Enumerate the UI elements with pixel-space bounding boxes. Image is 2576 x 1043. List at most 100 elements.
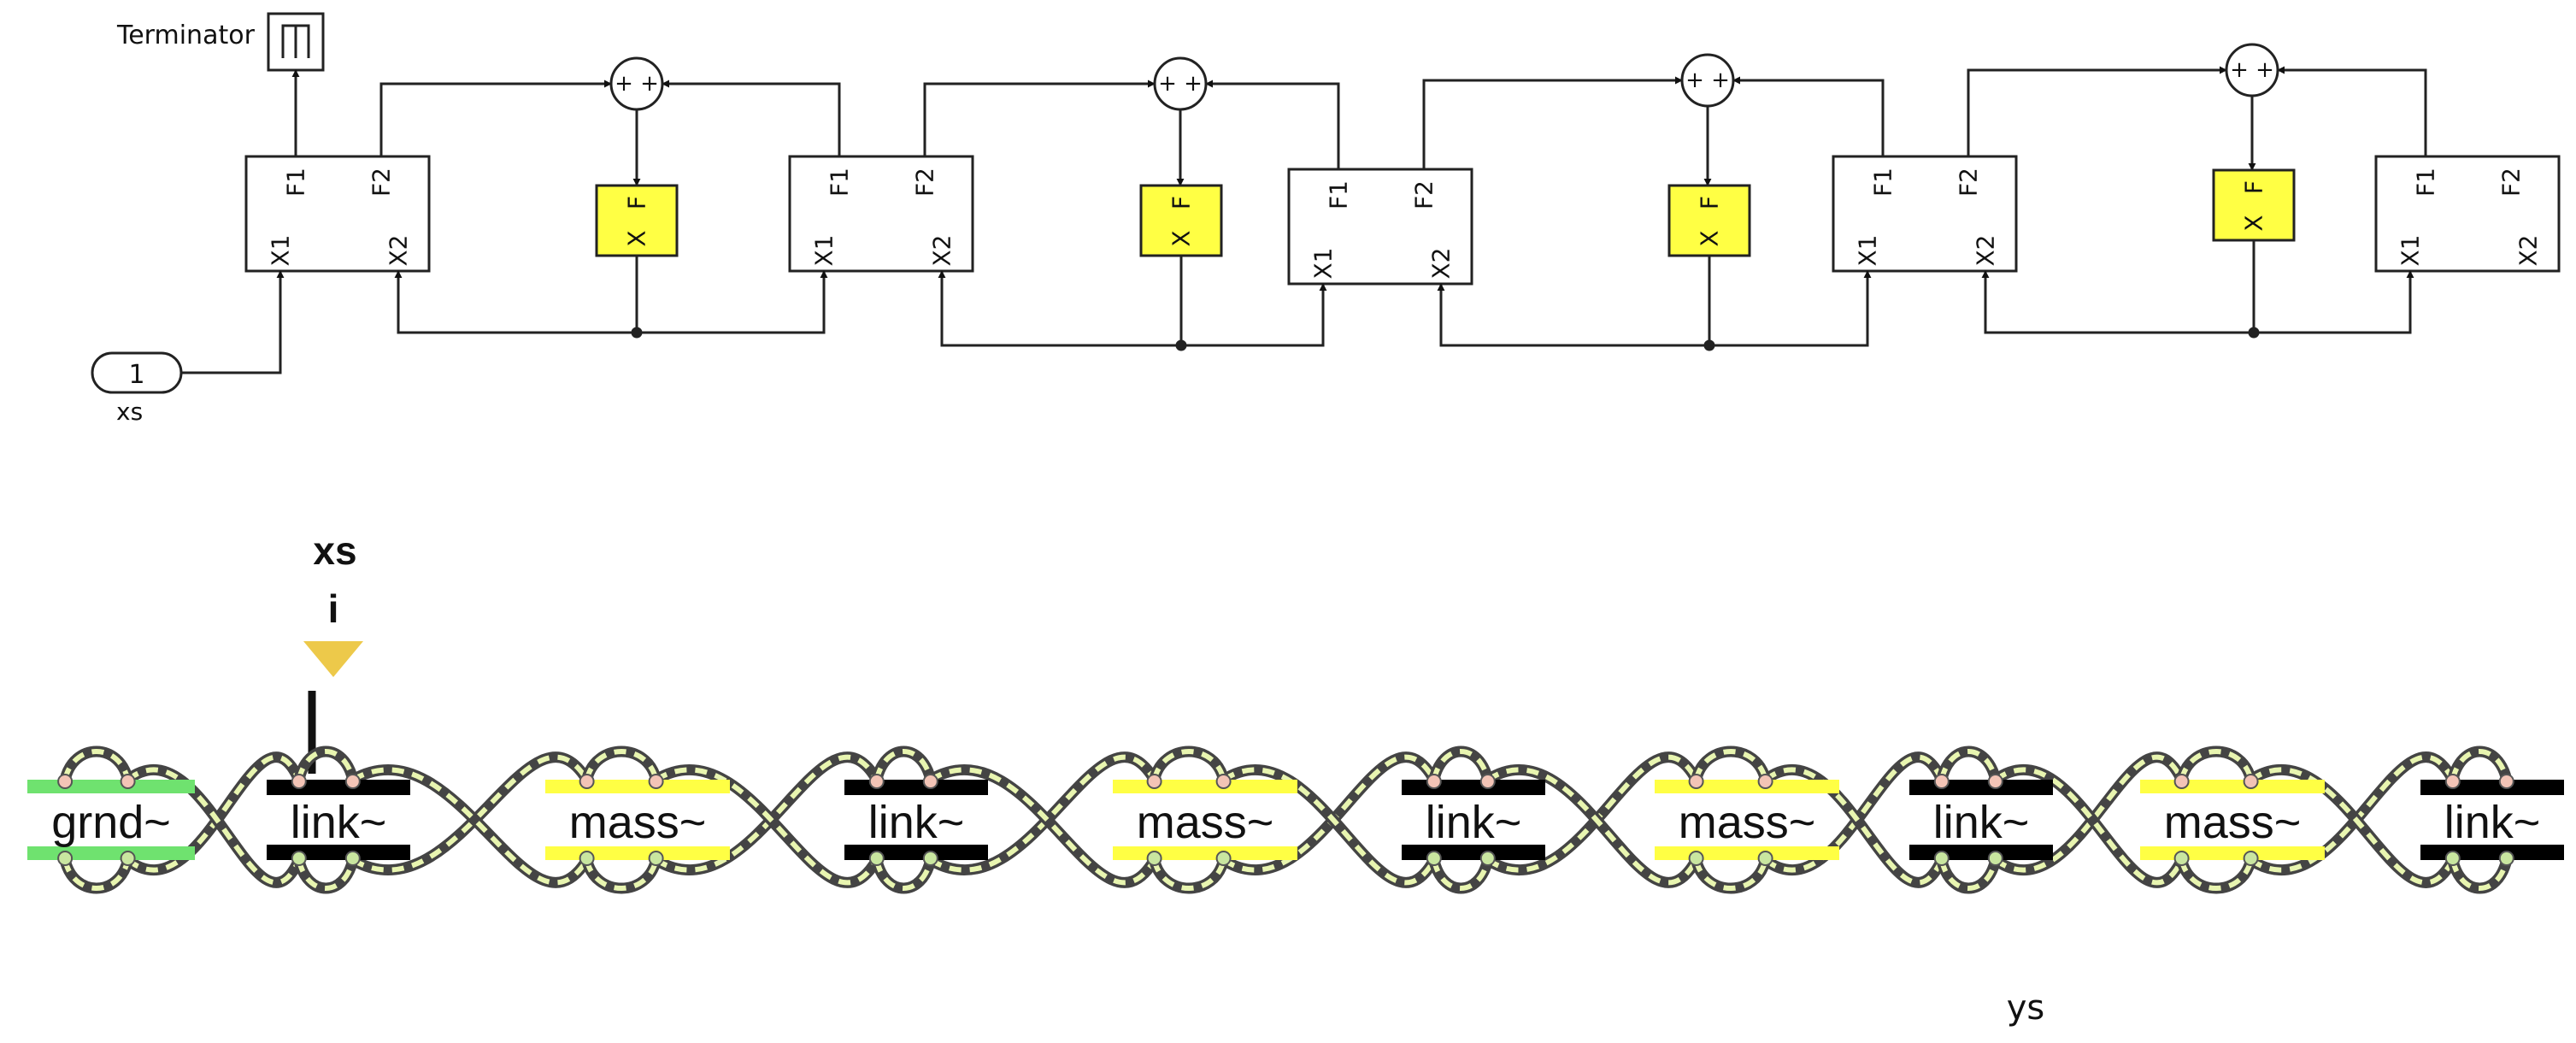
inlet-port[interactable] <box>922 774 938 789</box>
outlet-port[interactable] <box>1757 851 1773 866</box>
link-object[interactable]: link~ <box>2420 774 2564 866</box>
inlet-port[interactable] <box>1146 774 1162 789</box>
audio-cable <box>1691 745 1772 786</box>
audio-cable-dash <box>2179 749 2254 781</box>
link-object[interactable]: link~ <box>267 774 410 866</box>
mass-block[interactable]: FX <box>2212 168 2296 242</box>
inlet-port[interactable] <box>1215 774 1232 789</box>
port-x1-label: X1 <box>1854 235 1882 267</box>
outlet-port[interactable] <box>1987 851 2003 866</box>
mass-object[interactable]: mass~ <box>545 774 730 866</box>
sum-block[interactable]: + + <box>609 56 664 111</box>
mass-block[interactable]: FX <box>595 184 679 257</box>
outlet-port[interactable] <box>57 851 74 866</box>
outlet-port[interactable] <box>2498 851 2514 866</box>
inlet-port[interactable] <box>291 774 307 789</box>
inlet-port[interactable] <box>344 774 361 789</box>
outlet-port[interactable] <box>1215 851 1232 866</box>
mass-block[interactable]: FX <box>1139 184 1223 257</box>
audio-cable-dash <box>1994 754 2185 873</box>
outlet-port[interactable] <box>922 851 938 866</box>
outlet-port[interactable] <box>2243 851 2259 866</box>
outlet-port[interactable] <box>1426 851 1442 866</box>
mass-object[interactable]: mass~ <box>1655 774 1839 866</box>
sum-block[interactable]: + + <box>1153 56 1208 111</box>
terminator-block[interactable]: Terminator <box>116 12 325 72</box>
object-label: mass~ <box>2164 797 2302 848</box>
outlet-port[interactable] <box>1933 851 1950 866</box>
port-f2-label: F2 <box>911 168 939 197</box>
sum-block[interactable]: + + <box>2225 43 2279 97</box>
signal-line <box>394 270 637 334</box>
signal-line <box>1709 270 1872 347</box>
pd-inlet-label: i <box>328 586 339 631</box>
inlet-port[interactable] <box>1688 774 1704 789</box>
outlet-port[interactable] <box>648 851 664 866</box>
audio-cable <box>59 745 134 786</box>
mass-object[interactable]: mass~ <box>2140 774 2325 866</box>
outlet-port[interactable] <box>291 851 307 866</box>
outlet-port[interactable] <box>120 851 136 866</box>
inlet-port[interactable] <box>1933 774 1950 789</box>
grnd-object[interactable]: grnd~ <box>27 774 195 866</box>
link-object[interactable]: link~ <box>1909 774 2053 866</box>
inlet-port[interactable] <box>868 774 885 789</box>
outlet-port[interactable] <box>2444 851 2461 866</box>
signal-line <box>2254 270 2414 334</box>
outlet-port[interactable] <box>1688 851 1704 866</box>
port-x1-label: X1 <box>2397 235 2425 267</box>
inlet-port[interactable] <box>2173 774 2190 789</box>
inlet-port[interactable] <box>1987 774 2003 789</box>
audio-cable-dash <box>1222 754 1437 873</box>
mass-block[interactable]: FX <box>1667 184 1751 257</box>
mass-object[interactable]: mass~ <box>1113 774 1297 866</box>
outlet-port[interactable] <box>1479 851 1496 866</box>
inlet-port[interactable] <box>2243 774 2259 789</box>
audio-cable-dash <box>1763 767 1944 886</box>
link-object[interactable]: link~ <box>1402 774 1545 866</box>
outlet-port[interactable] <box>2173 851 2190 866</box>
audio-cable-dash <box>296 749 356 781</box>
inport-xs[interactable]: 1 xs <box>91 351 183 426</box>
outlet-port[interactable] <box>868 851 885 866</box>
audio-cable-dash <box>62 859 131 891</box>
port-f-label: F <box>1696 196 1724 209</box>
sum-block[interactable]: + + <box>1680 53 1735 108</box>
audio-cable-dash <box>1994 767 2185 886</box>
sum-signs-label: + + <box>1685 68 1730 93</box>
inlet-port[interactable] <box>648 774 664 789</box>
audio-cable <box>1149 854 1230 894</box>
outlet-port[interactable] <box>344 851 361 866</box>
inlet-port[interactable] <box>2498 774 2514 789</box>
audio-cable-dash <box>1486 754 1699 873</box>
sum-signs-label: + + <box>1158 71 1203 97</box>
inlet-port[interactable] <box>2444 774 2461 789</box>
audio-cable-dash <box>584 859 659 891</box>
inlet-port[interactable] <box>120 774 136 789</box>
signal-line <box>1205 80 1340 169</box>
junction-dot <box>631 327 643 339</box>
outlet-port[interactable] <box>579 851 595 866</box>
pd-input-label: xs <box>313 528 356 573</box>
inlet-port[interactable] <box>1757 774 1773 789</box>
inlet-triangle-icon[interactable] <box>303 641 363 677</box>
audio-cable-dash <box>1151 749 1226 781</box>
signal-line <box>379 80 612 156</box>
inport-number: 1 <box>128 360 144 390</box>
signal-line <box>181 270 285 374</box>
inlet-port[interactable] <box>1479 774 1496 789</box>
inlet-port[interactable] <box>1426 774 1442 789</box>
link-object[interactable]: link~ <box>844 774 988 866</box>
signal-line <box>1981 270 2254 334</box>
audio-cable-dash <box>62 749 131 781</box>
inlet-port[interactable] <box>57 774 74 789</box>
inlet-port[interactable] <box>579 774 595 789</box>
audio-cable-dash <box>1431 749 1491 781</box>
outlet-port[interactable] <box>1146 851 1162 866</box>
